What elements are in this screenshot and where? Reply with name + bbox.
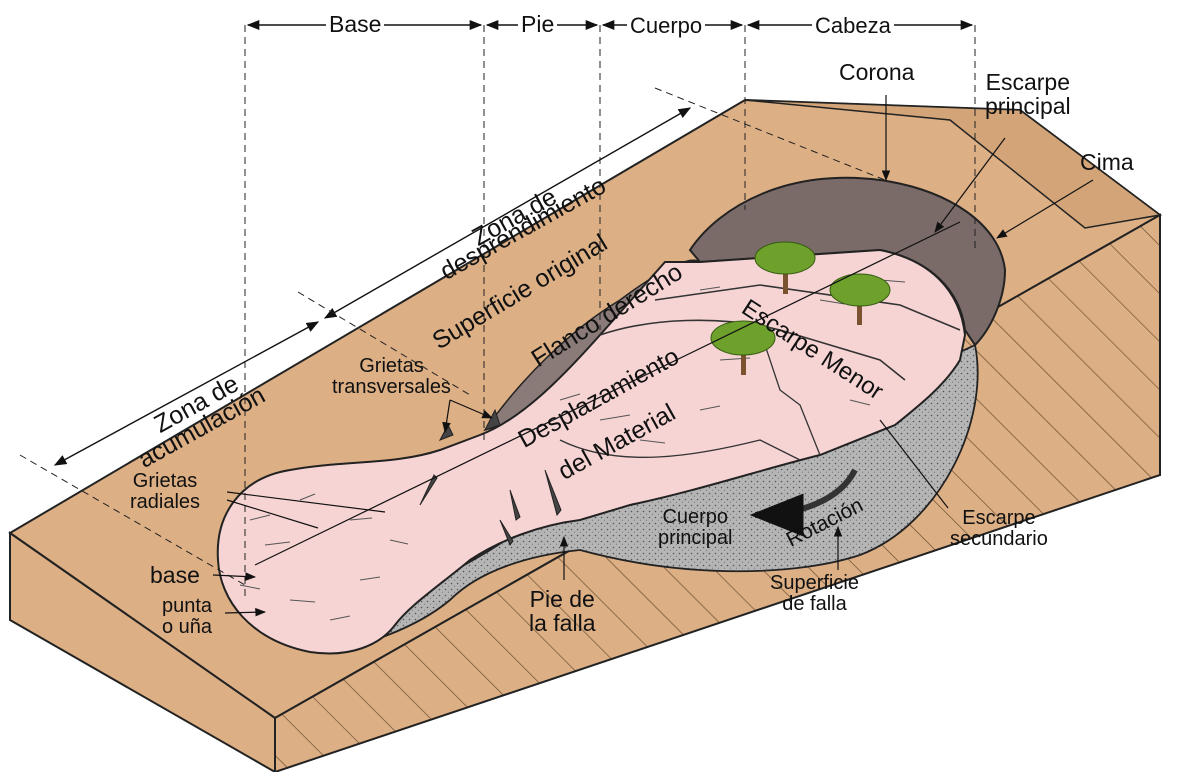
cuerpo-principal-line1: Cuerpo xyxy=(658,507,732,528)
superficie-falla-line2: de falla xyxy=(770,594,859,615)
cuerpo-principal-line2: principal xyxy=(658,528,732,549)
grietas-radiales-line2: radiales xyxy=(130,492,200,513)
escarpe-secundario-line1: Escarpe xyxy=(950,508,1048,529)
cima-label: Cima xyxy=(1080,150,1134,174)
escarpe-principal-line1: Escarpe xyxy=(985,70,1071,94)
pie-falla-line1: Pie de xyxy=(529,587,595,611)
base-point-label: base xyxy=(150,563,200,587)
superficie-falla-line1: Superficie xyxy=(770,573,859,594)
grietas-transversales-label: Grietas transversales xyxy=(332,356,451,398)
section-pie-label: Pie xyxy=(518,12,557,36)
section-cuerpo-label: Cuerpo xyxy=(627,14,705,37)
punta-line2: o uña xyxy=(162,617,212,638)
pie-falla-line2: la falla xyxy=(529,611,595,635)
punta-line1: punta xyxy=(162,596,212,617)
escarpe-secundario-line2: secundario xyxy=(950,529,1048,550)
grietas-transversales-line1: Grietas xyxy=(332,356,451,377)
grietas-transversales-line2: transversales xyxy=(332,377,451,398)
superficie-falla-label: Superficie de falla xyxy=(770,573,859,615)
escarpe-secundario-label: Escarpe secundario xyxy=(950,508,1048,550)
escarpe-principal-label: Escarpe principal xyxy=(985,70,1071,118)
cuerpo-principal-label: Cuerpo principal xyxy=(658,507,732,549)
grietas-radiales-line1: Grietas xyxy=(130,471,200,492)
pie-falla-label: Pie de la falla xyxy=(529,587,595,635)
section-base-label: Base xyxy=(326,12,384,36)
corona-label: Corona xyxy=(839,60,914,84)
punta-label: punta o uña xyxy=(162,596,212,638)
grietas-radiales-label: Grietas radiales xyxy=(130,471,200,513)
section-cabeza-label: Cabeza xyxy=(812,14,894,37)
escarpe-principal-line2: principal xyxy=(985,94,1071,118)
